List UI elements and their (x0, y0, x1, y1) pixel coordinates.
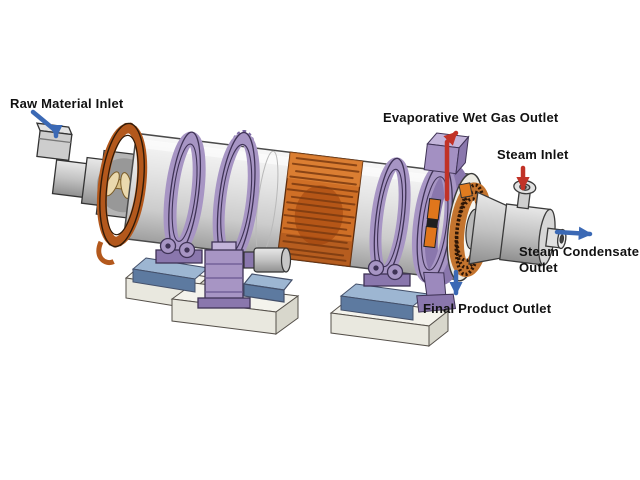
raw-material-inlet-label: Raw Material Inlet (10, 96, 124, 111)
steam-condensate-outlet-label-line2: Outlet (519, 260, 558, 275)
final-product-outlet-label: Final Product Outlet (423, 301, 552, 316)
raw-material-inlet-arrow (30, 109, 63, 139)
steam-condensate-outlet-label: Steam Condensate Outlet (519, 244, 639, 276)
drive-motor (242, 247, 294, 303)
steam-condensate-outlet-label-line1: Steam Condensate (519, 244, 640, 259)
steam-tube-section (276, 151, 364, 268)
steam-condensate-outlet-arrow (554, 226, 593, 241)
evaporative-wet-gas-outlet-arrow (443, 130, 459, 202)
support-base-right (329, 283, 450, 348)
support-rollers-right (363, 259, 411, 287)
feed-end-flange-ring (96, 122, 148, 265)
support-rollers-left (155, 237, 203, 264)
drive-gearbox (197, 241, 251, 309)
evaporative-wet-gas-outlet-label: Evaporative Wet Gas Outlet (383, 110, 559, 125)
steam-inlet-label: Steam Inlet (497, 147, 569, 162)
